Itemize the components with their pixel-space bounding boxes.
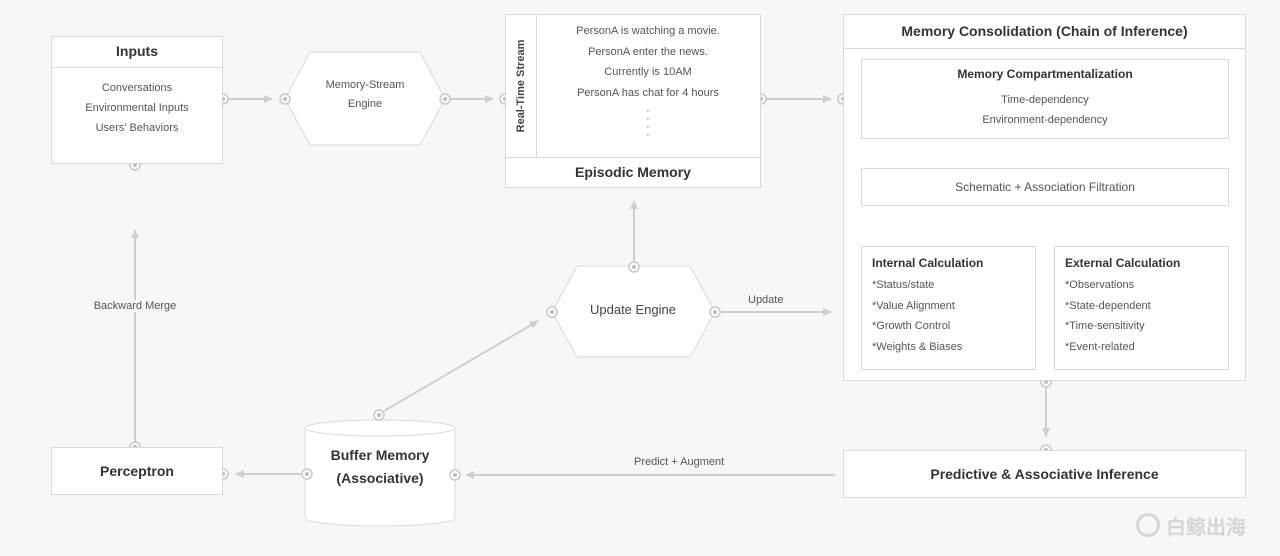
ellipsis-dot: · <box>646 105 650 117</box>
update-engine-label: Update Engine <box>589 302 676 317</box>
buffer-memory-cylinder <box>304 419 456 527</box>
external-item: *State-dependent <box>1065 299 1151 312</box>
perceptron-title: Perceptron <box>100 463 174 479</box>
compartment-item: Time-dependency <box>1001 94 1089 106</box>
internal-calculation-box: Internal Calculation *Status/state *Valu… <box>861 246 1036 370</box>
internal-item: *Growth Control <box>872 320 951 332</box>
predict-augment-label: Predict + Augment <box>634 456 725 468</box>
realtime-stream-box: Real-Time Stream PersonA is watching a m… <box>505 14 761 188</box>
internal-item: *Value Alignment <box>872 299 955 312</box>
inputs-item: Conversations <box>101 82 173 94</box>
inputs-item: Users' Behaviors <box>95 122 179 134</box>
stream-line: PersonA is watching a movie. <box>576 25 720 37</box>
inputs-item: Environmental Inputs <box>85 102 189 114</box>
episodic-memory-title: Episodic Memory <box>506 157 760 188</box>
compartmentalization-title: Memory Compartmentalization <box>957 67 1133 81</box>
perceptron-box: Perceptron <box>51 447 223 495</box>
predictive-inference-title: Predictive & Associative Inference <box>930 466 1159 482</box>
backward-merge-label: Backward Merge <box>72 300 198 312</box>
consolidation-title: Memory Consolidation (Chain of Inference… <box>844 15 1245 49</box>
memory-stream-engine: Memory-Stream Engine <box>300 76 430 114</box>
stream-line: PersonA enter the news. <box>588 45 708 58</box>
ellipsis-dot: · <box>646 121 650 133</box>
memory-stream-engine-line1: Memory-Stream <box>325 79 405 91</box>
external-item: *Time-sensitivity <box>1065 320 1145 332</box>
ellipsis-dot: · <box>646 129 650 141</box>
inputs-box: Inputs Conversations Environmental Input… <box>51 36 223 164</box>
buffer-memory-label: Buffer Memory (Associative) <box>305 444 455 490</box>
ellipsis-dot: · <box>646 113 650 125</box>
stream-line: Currently is 10AM <box>604 66 692 78</box>
stream-line: PersonA has chat for 4 hours <box>577 86 719 99</box>
filtration-label: Schematic + Association Filtration <box>955 180 1135 194</box>
external-item: *Observations <box>1065 279 1135 291</box>
predictive-inference-box: Predictive & Associative Inference <box>843 450 1246 498</box>
buffer-memory-line1: Buffer Memory <box>330 447 430 463</box>
update-arrow-label: Update <box>748 294 784 306</box>
compartmentalization-box: Memory Compartmentalization Time-depende… <box>861 59 1229 139</box>
watermark: 白鲸出海 <box>1136 509 1246 541</box>
memory-stream-engine-line2: Engine <box>347 98 383 110</box>
filtration-box: Schematic + Association Filtration <box>861 168 1229 206</box>
internal-calculation-title: Internal Calculation <box>872 256 984 270</box>
internal-item: *Status/state <box>872 279 935 291</box>
compartment-item: Environment-dependency <box>982 114 1108 126</box>
inputs-title: Inputs <box>52 37 222 68</box>
external-calculation-box: External Calculation *Observations *Stat… <box>1054 246 1229 370</box>
external-item: *Event-related <box>1065 340 1135 353</box>
buffer-memory-line2: (Associative) <box>336 470 424 486</box>
watermark-text: 白鲸出海 <box>1166 516 1246 539</box>
watermark-logo-icon <box>1136 513 1160 537</box>
internal-item: *Weights & Biases <box>872 340 963 353</box>
external-calculation-title: External Calculation <box>1065 256 1181 270</box>
realtime-side-label: Real-Time Stream <box>515 39 527 133</box>
